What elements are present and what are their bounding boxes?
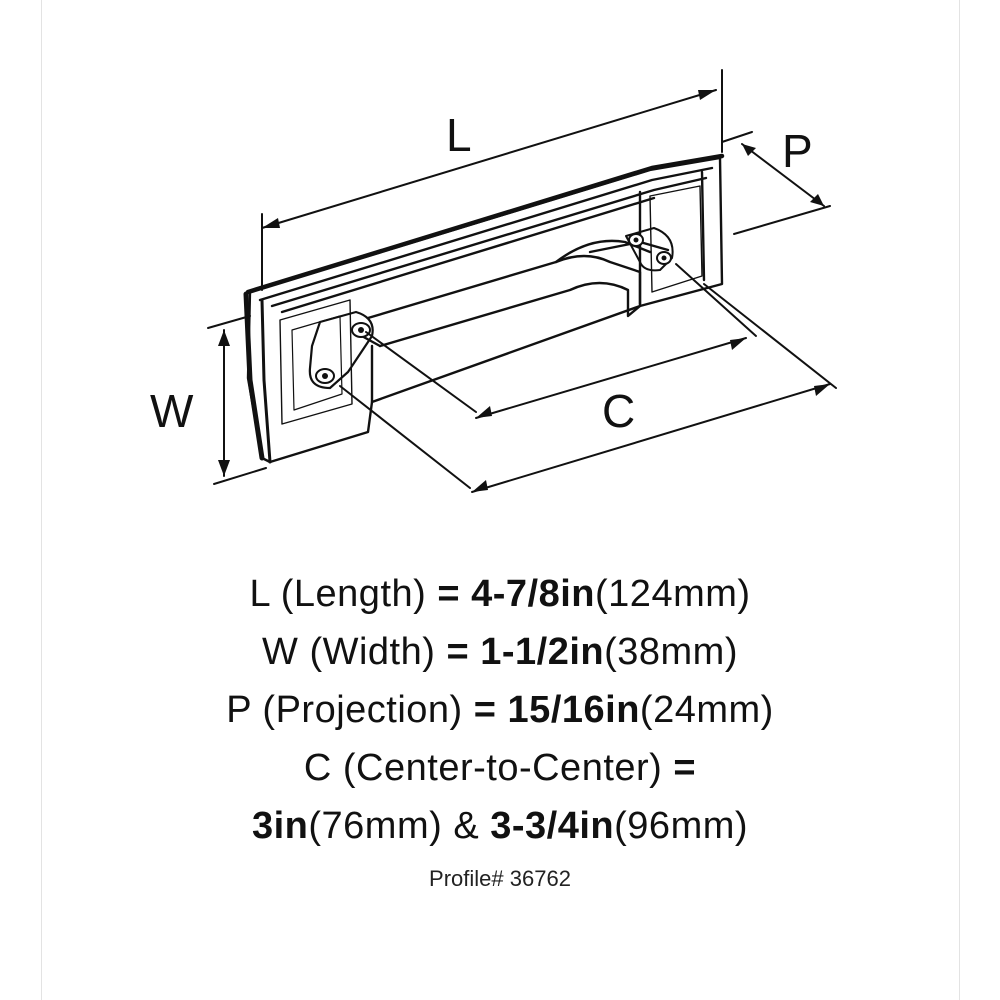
spec-value-mm: (76mm) (308, 805, 443, 847)
spec-equals: = (473, 689, 497, 731)
spec-list: L (Length) = 4-7/8in(124mm) W (Width) = … (0, 565, 1000, 855)
spec-length: L (Length) = 4-7/8in(124mm) (0, 565, 1000, 623)
spec-name: (Width) (309, 631, 436, 673)
spec-name: (Projection) (262, 689, 463, 731)
dim-line-projection (741, 143, 825, 207)
spec-name: (Length) (280, 573, 427, 615)
spec-letter: C (303, 747, 332, 789)
spec-projection: P (Projection) = 15/16in(24mm) (0, 681, 1000, 739)
cup-body (366, 254, 642, 348)
spec-width: W (Width) = 1-1/2in(38mm) (0, 623, 1000, 681)
spec-equals: = (437, 573, 461, 615)
spec-value-inch: 3in (251, 805, 309, 847)
spec-equals: = (446, 631, 470, 673)
spec-value-mm: (96mm) (614, 805, 749, 847)
spec-letter: P (226, 689, 252, 731)
spec-letter: W (262, 631, 299, 673)
spec-value-inch: 4-7/8in (471, 573, 596, 615)
spec-center-values: 3in(76mm) & 3-3/4in(96mm) (0, 797, 1000, 855)
spec-value-mm: (38mm) (604, 631, 738, 673)
cup-pull-drawing (207, 69, 837, 493)
spec-value-inch: 3-3/4in (490, 805, 615, 847)
label-length: L (446, 109, 473, 161)
dim-line-center-outer (471, 383, 831, 493)
spec-equals: = (673, 747, 697, 789)
spec-center: C (Center-to-Center) = (0, 739, 1000, 797)
spec-letter: L (249, 573, 270, 615)
dim-line-center-inner (475, 337, 747, 419)
spec-value-mm: (124mm) (595, 573, 751, 615)
profile-number: Profile# 36762 (429, 866, 571, 891)
label-projection: P (782, 125, 814, 177)
dim-line-length (261, 89, 717, 229)
spec-value-inch: 15/16in (507, 689, 640, 731)
label-width: W (150, 385, 195, 437)
plate-front-edge (243, 291, 265, 461)
content-frame (41, 0, 960, 1000)
label-center: C (602, 385, 637, 437)
spec-value-mm: (24mm) (639, 689, 774, 731)
spec-name: (Center-to-Center) (342, 747, 663, 789)
spec-ampersand: & (453, 805, 480, 847)
spec-value-inch: 1-1/2in (480, 631, 605, 673)
